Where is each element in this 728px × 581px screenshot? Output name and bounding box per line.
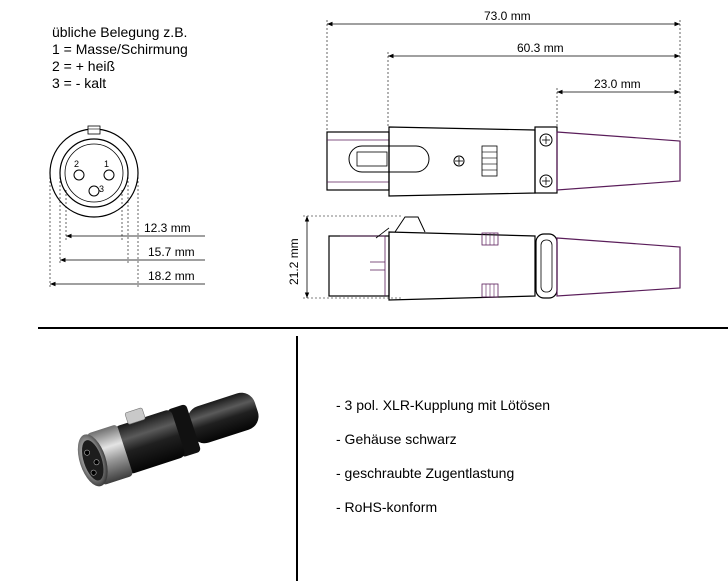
feature-item: - Gehäuse schwarz [336, 431, 457, 447]
pin-1-contact [103, 169, 115, 181]
pin-assignment-heading: übliche Belegung z.B. [52, 24, 188, 40]
latch-key [87, 125, 101, 135]
pin-3-number: 3 [99, 184, 104, 194]
dim-12-3-label: 12.3 mm [144, 221, 191, 235]
pin-3-contact [88, 185, 100, 197]
strain-relief-outline [556, 131, 681, 191]
latch-button [356, 151, 388, 167]
latch-profile [394, 216, 426, 233]
clamp-ring-side [535, 233, 558, 299]
dim-60-3-label: 60.3 mm [517, 41, 564, 55]
latch-slot [348, 145, 430, 173]
side-view-bottom: 21.2 mm [287, 215, 681, 301]
dim-21-2-label: 21.2 mm [287, 238, 301, 285]
housing-outline [388, 126, 536, 197]
photo-strain-relief [187, 392, 259, 444]
pin-assignment: übliche Belegung z.B. 1 = Masse/Schirmun… [52, 24, 188, 92]
photo-latch [124, 407, 146, 425]
pin-2-number: 2 [74, 159, 79, 169]
dim-73-0-label: 73.0 mm [484, 9, 531, 23]
feature-item: - 3 pol. XLR-Kupplung mit Lötösen [336, 397, 551, 413]
photo-clamp [167, 404, 201, 457]
front-view: 2 1 3 12.3 mm 15.7 mm 18.2 mm [49, 125, 205, 288]
pin-2-contact [73, 169, 85, 181]
metal-head-side-outline [328, 235, 390, 297]
pin-1-number: 1 [104, 159, 109, 169]
feature-list: - 3 pol. XLR-Kupplung mit Lötösen - Gehä… [336, 397, 550, 533]
pin-1-label: 1 = Masse/Schirmung [52, 41, 188, 57]
side-view-top: 73.0 mm 60.3 mm 23.0 mm [326, 9, 681, 197]
clamp-screw-bottom-icon [539, 174, 553, 188]
pin-2-label: 2 = + heiß [52, 58, 116, 74]
screw-icon [453, 155, 465, 167]
feature-item: - RoHS-konform [336, 499, 438, 515]
feature-item: - geschraubte Zugentlastung [336, 465, 515, 481]
product-photo [77, 392, 259, 487]
dim-15-7-label: 15.7 mm [148, 245, 195, 259]
photo-housing [115, 410, 185, 474]
metal-head-outline [326, 131, 390, 191]
dim-23-0-label: 23.0 mm [594, 77, 641, 91]
strain-relief-side-outline [556, 237, 681, 297]
insert-ring [64, 143, 124, 203]
dim-18-2-label: 18.2 mm [148, 269, 195, 283]
clamp-screw-top-icon [539, 133, 553, 147]
housing-side-outline [388, 231, 536, 301]
inner-ring [59, 138, 129, 208]
grip-ribs [481, 145, 498, 177]
pin-3-label: 3 = - kalt [52, 75, 107, 91]
outer-ring [49, 128, 139, 218]
